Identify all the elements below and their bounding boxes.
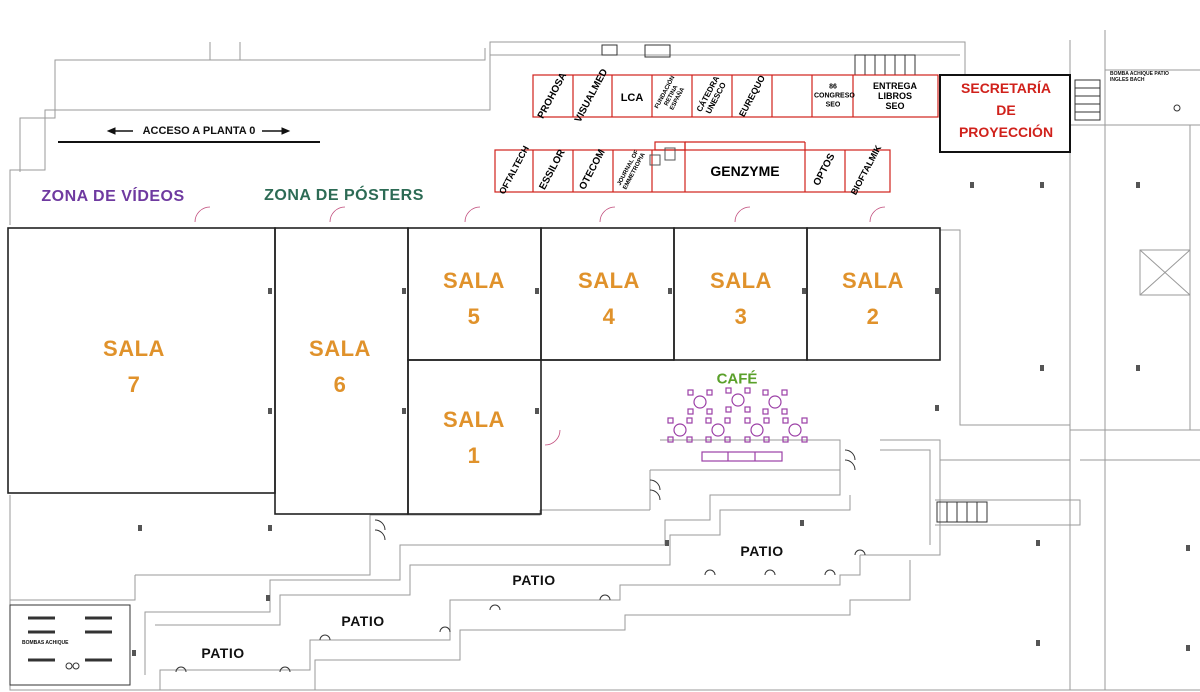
building-outline (9, 30, 1200, 691)
pump-room (9, 604, 131, 686)
room-label: SALA (578, 268, 640, 293)
room-label: SALA (443, 268, 505, 293)
poster-zone-label: ZONA DE PÓSTERS (264, 187, 424, 204)
secretaria-line3: PROYECCIÓN (958, 124, 1054, 140)
room-number: 7 (127, 372, 141, 397)
patio-label: PATIO (512, 572, 556, 588)
cafe-label: CAFÉ (716, 370, 758, 388)
room-number: 2 (866, 304, 880, 329)
secretaria-line2: DE (996, 102, 1016, 118)
secretaria-label: SECRETARÍA DE PROYECCIÓN (959, 77, 1053, 143)
booth-lca: LCA (620, 92, 644, 104)
room-sala-2: SALA 2 (842, 263, 904, 335)
room-sala-4: SALA 4 (578, 263, 640, 335)
access-label: ACCESO A PLANTA 0 (142, 125, 256, 137)
room-number: 5 (467, 304, 481, 329)
booth-congreso: 86 CONGRESO SEO (814, 83, 855, 109)
patio-label: PATIO (740, 543, 784, 559)
columns (132, 182, 1190, 656)
room-sala-7: SALA 7 (103, 331, 165, 403)
room-label: SALA (103, 336, 165, 361)
room-label: SALA (309, 336, 371, 361)
room-sala-6: SALA 6 (309, 331, 371, 403)
secretaria-box (939, 74, 1071, 153)
room-number: 6 (333, 372, 347, 397)
booth-details (649, 147, 676, 166)
small-doors (374, 449, 856, 541)
room-number: 3 (734, 304, 748, 329)
room-label: SALA (842, 268, 904, 293)
room-number: 1 (467, 443, 481, 468)
cafe-tables (667, 387, 808, 462)
booth-outlines (494, 74, 939, 193)
secretaria-line1: SECRETARÍA (961, 80, 1051, 96)
room-sala-5: SALA 5 (443, 263, 505, 335)
booth-entrega-libros: ENTREGA LIBROS SEO (872, 81, 917, 111)
pumps-label-left: BOMBAS ACHIQUE (22, 640, 69, 646)
room-sala-3: SALA 3 (710, 263, 772, 335)
patio-label: PATIO (201, 645, 245, 661)
booth-genzyme: GENZYME (710, 163, 780, 179)
room-label: SALA (443, 407, 505, 432)
doors (194, 206, 886, 446)
access-arrow (58, 127, 320, 143)
room-walls (7, 227, 941, 515)
stair-block (601, 44, 1181, 523)
room-number: 4 (602, 304, 616, 329)
patio-label: PATIO (341, 613, 385, 629)
pump-label-right: BOMBA ACHIQUE PATIO INGLES BACH (1110, 71, 1169, 83)
room-sala-1: SALA 1 (443, 402, 505, 474)
video-zone-label: ZONA DE VÍDEOS (41, 188, 185, 205)
room-label: SALA (710, 268, 772, 293)
patio-fixtures (175, 549, 866, 673)
